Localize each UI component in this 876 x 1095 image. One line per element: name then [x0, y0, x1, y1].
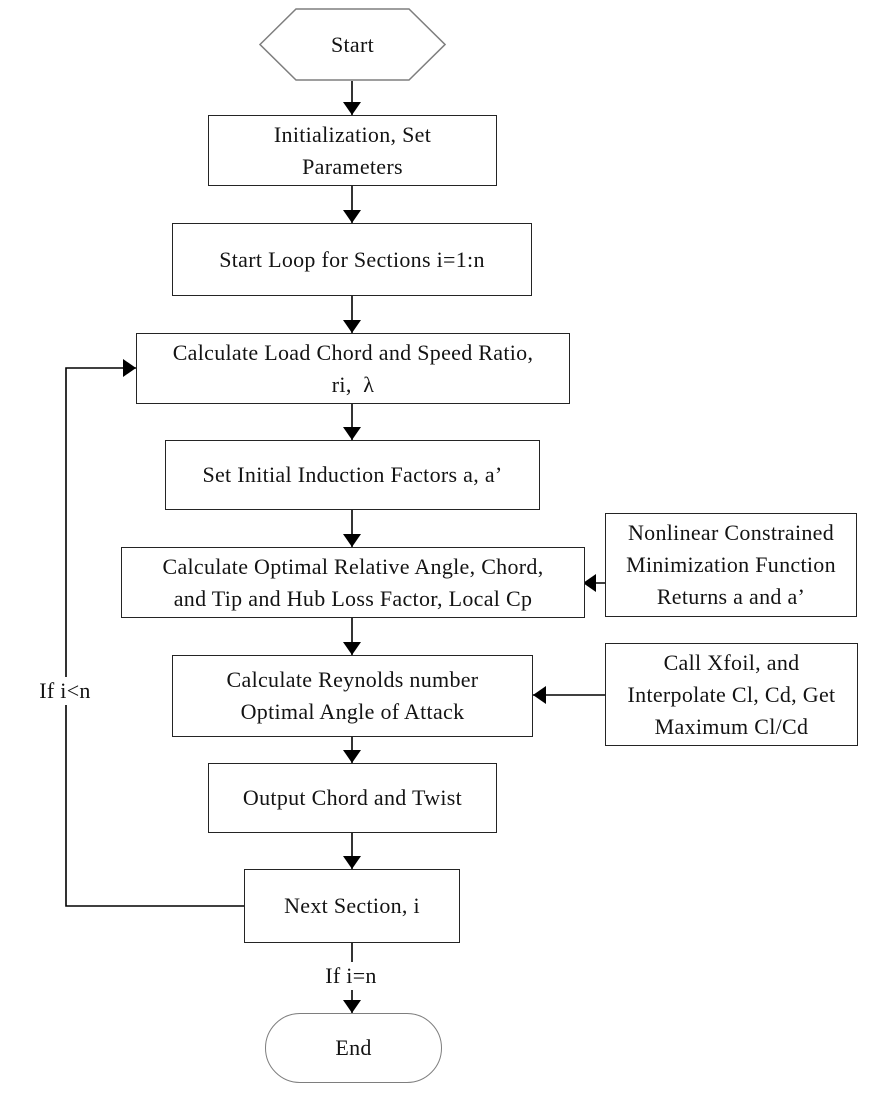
- node-text-line: Set Initial Induction Factors a, a’: [202, 462, 503, 487]
- node-minimization-function: Nonlinear Constrained Minimization Funct…: [605, 513, 857, 617]
- node-text-line: Start Loop for Sections i=1:n: [219, 246, 485, 272]
- node-text-line: Minimization Function: [626, 552, 836, 577]
- edge-label-if-i-less-than-n: If i<n: [30, 677, 100, 705]
- node-text-line: and Tip and Hub Loss Factor, Local Cp: [173, 585, 533, 611]
- node-text-line: Nonlinear Constrained: [627, 520, 835, 545]
- node-text-line: Initialization, Set: [273, 121, 432, 147]
- node-induction-factors: Set Initial Induction Factors a, a’: [165, 440, 540, 510]
- node-reynolds-number: Calculate Reynolds number Optimal Angle …: [172, 655, 533, 737]
- node-text-line: Output Chord and Twist: [242, 785, 463, 810]
- node-text-line: Call Xfoil, and: [663, 649, 800, 675]
- node-output-chord-twist: Output Chord and Twist: [208, 763, 497, 833]
- node-text-line: Parameters: [302, 153, 403, 179]
- node-initialization: Initialization, Set Parameters: [208, 115, 497, 186]
- connector-loop-back: [65, 359, 244, 907]
- edge-label-if-i-equals-n: If i=n: [319, 962, 383, 990]
- node-start-loop: Start Loop for Sections i=1:n: [172, 223, 532, 296]
- end-label: End: [335, 1035, 372, 1060]
- node-text-line: Calculate Reynolds number: [226, 667, 479, 692]
- node-text-line: Optimal Angle of Attack: [240, 699, 465, 724]
- node-end: End: [265, 1013, 442, 1083]
- node-text-line: Returns a and a’: [656, 584, 806, 609]
- node-text-line: ri, λ: [331, 371, 375, 397]
- node-text-line: Maximum Cl/Cd: [654, 713, 809, 739]
- start-label: Start: [330, 31, 375, 57]
- hexagon-shape-icon: [259, 8, 446, 81]
- node-text-line: Interpolate Cl, Cd, Get: [627, 681, 836, 707]
- node-text-line: Next Section, i: [284, 893, 420, 918]
- node-start: Start: [259, 8, 446, 81]
- node-call-xfoil: Call Xfoil, and Interpolate Cl, Cd, Get …: [605, 643, 858, 746]
- node-load-chord: Calculate Load Chord and Speed Ratio, ri…: [136, 333, 570, 404]
- node-text-line: Calculate Load Chord and Speed Ratio,: [172, 339, 534, 365]
- node-optimal-relative-angle: Calculate Optimal Relative Angle, Chord,…: [121, 547, 585, 618]
- node-text-line: Calculate Optimal Relative Angle, Chord,: [162, 553, 544, 579]
- node-next-section: Next Section, i: [244, 869, 460, 943]
